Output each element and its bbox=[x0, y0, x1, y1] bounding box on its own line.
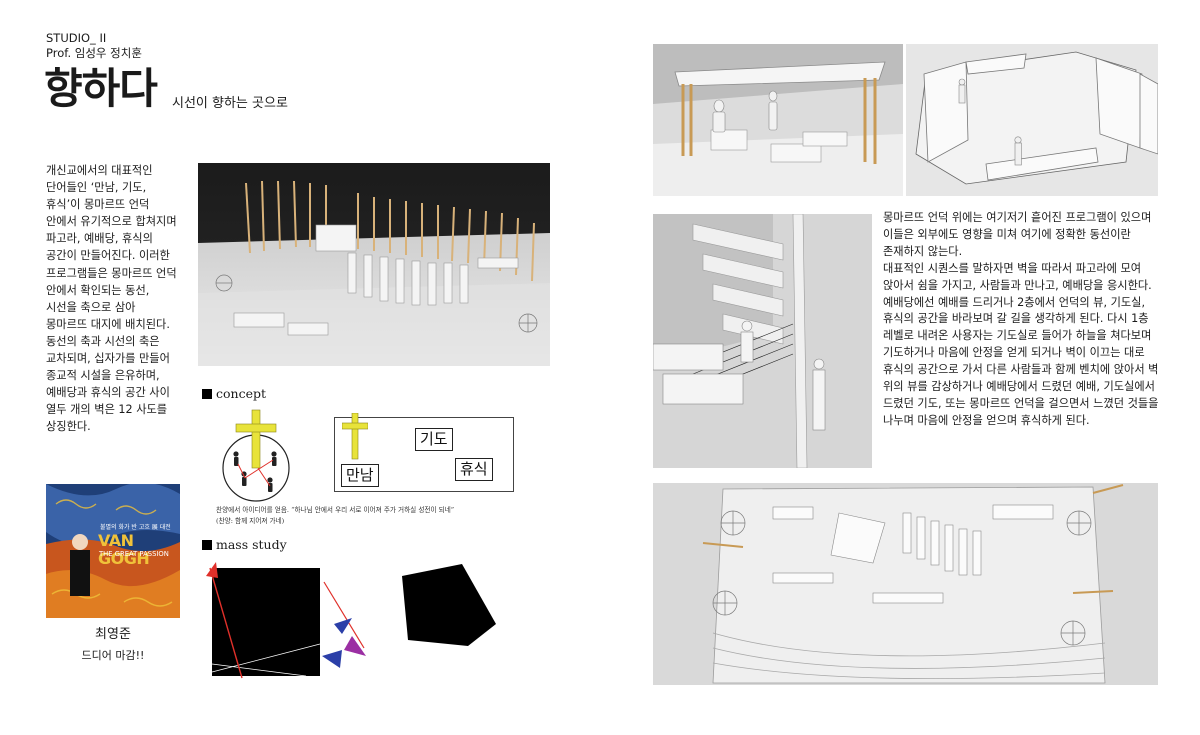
concept-caption-line1: 찬양에서 아이디어를 얻음. “하나님 안에서 우리 서로 이어져 주가 거하실… bbox=[216, 506, 455, 514]
author-name: 최영준 bbox=[95, 627, 131, 642]
label-prayer: 기도 bbox=[415, 428, 453, 451]
concept-box-diagram: 기도 만남 휴식 bbox=[334, 413, 514, 492]
page-subtitle: 시선이 향하는 곳으로 bbox=[172, 96, 288, 111]
professor-label: Prof. 임성우 정치훈 bbox=[46, 46, 142, 60]
poster-big-title: VAN GOGH bbox=[98, 531, 150, 568]
label-rest: 휴식 bbox=[455, 458, 493, 481]
concept-panel: concept 기도 만남 휴식 찬양에서 아이디어를 얻음. “하나님 안에서… bbox=[198, 380, 550, 685]
poster-sub-title: THE GREAT PASSION bbox=[99, 550, 169, 558]
mass-study-heading: mass study bbox=[202, 538, 287, 552]
concept-caption-line2: (찬양: 함께 지어져 가네) bbox=[216, 517, 285, 525]
intro-paragraph: 개신교에서의 대표적인 단어들인 ‘만남, 기도, 휴식’이 몽마르뜨 언덕 안… bbox=[46, 164, 177, 434]
mass-study-title: mass study bbox=[216, 537, 287, 552]
concept-circle-diagram bbox=[222, 409, 290, 502]
bullet-square-icon bbox=[202, 540, 212, 550]
concept-title: concept bbox=[216, 386, 266, 401]
concept-heading: concept bbox=[202, 387, 266, 401]
model-photo-overview bbox=[198, 163, 550, 366]
right-paragraph-1: 몽마르뜨 언덕 위에는 여기저기 흩어진 프로그램이 있으며 이들은 외부에도 … bbox=[883, 211, 1152, 258]
mass-study-diagram bbox=[206, 562, 496, 679]
label-meeting: 만남 bbox=[341, 464, 379, 487]
model-photo-stairs bbox=[653, 214, 872, 468]
studio-label: STUDIO_ II bbox=[46, 31, 107, 45]
bullet-square-icon bbox=[202, 389, 212, 399]
right-paragraph-2: 대표적인 시퀀스를 말하자면 벽을 따라서 파고라에 모여 앉아서 쉼을 가지고… bbox=[883, 261, 1159, 427]
poster-small-text: 불멸의 화가 반 고흐 展 대전 bbox=[100, 524, 171, 531]
model-photo-pergola bbox=[653, 44, 903, 196]
model-photo-topview bbox=[653, 483, 1158, 685]
cross-icon bbox=[342, 413, 368, 460]
right-description: 몽마르뜨 언덕 위에는 여기저기 흩어진 프로그램이 있으며 이들은 외부에도 … bbox=[883, 210, 1159, 430]
van-gogh-poster: 불멸의 화가 반 고흐 展 대전 VAN GOGH THE GREAT PASS… bbox=[46, 484, 180, 618]
page-title: 향하다 bbox=[44, 64, 158, 113]
model-photo-walls bbox=[906, 44, 1158, 196]
author-message: 드디어 마감!! bbox=[81, 649, 145, 662]
